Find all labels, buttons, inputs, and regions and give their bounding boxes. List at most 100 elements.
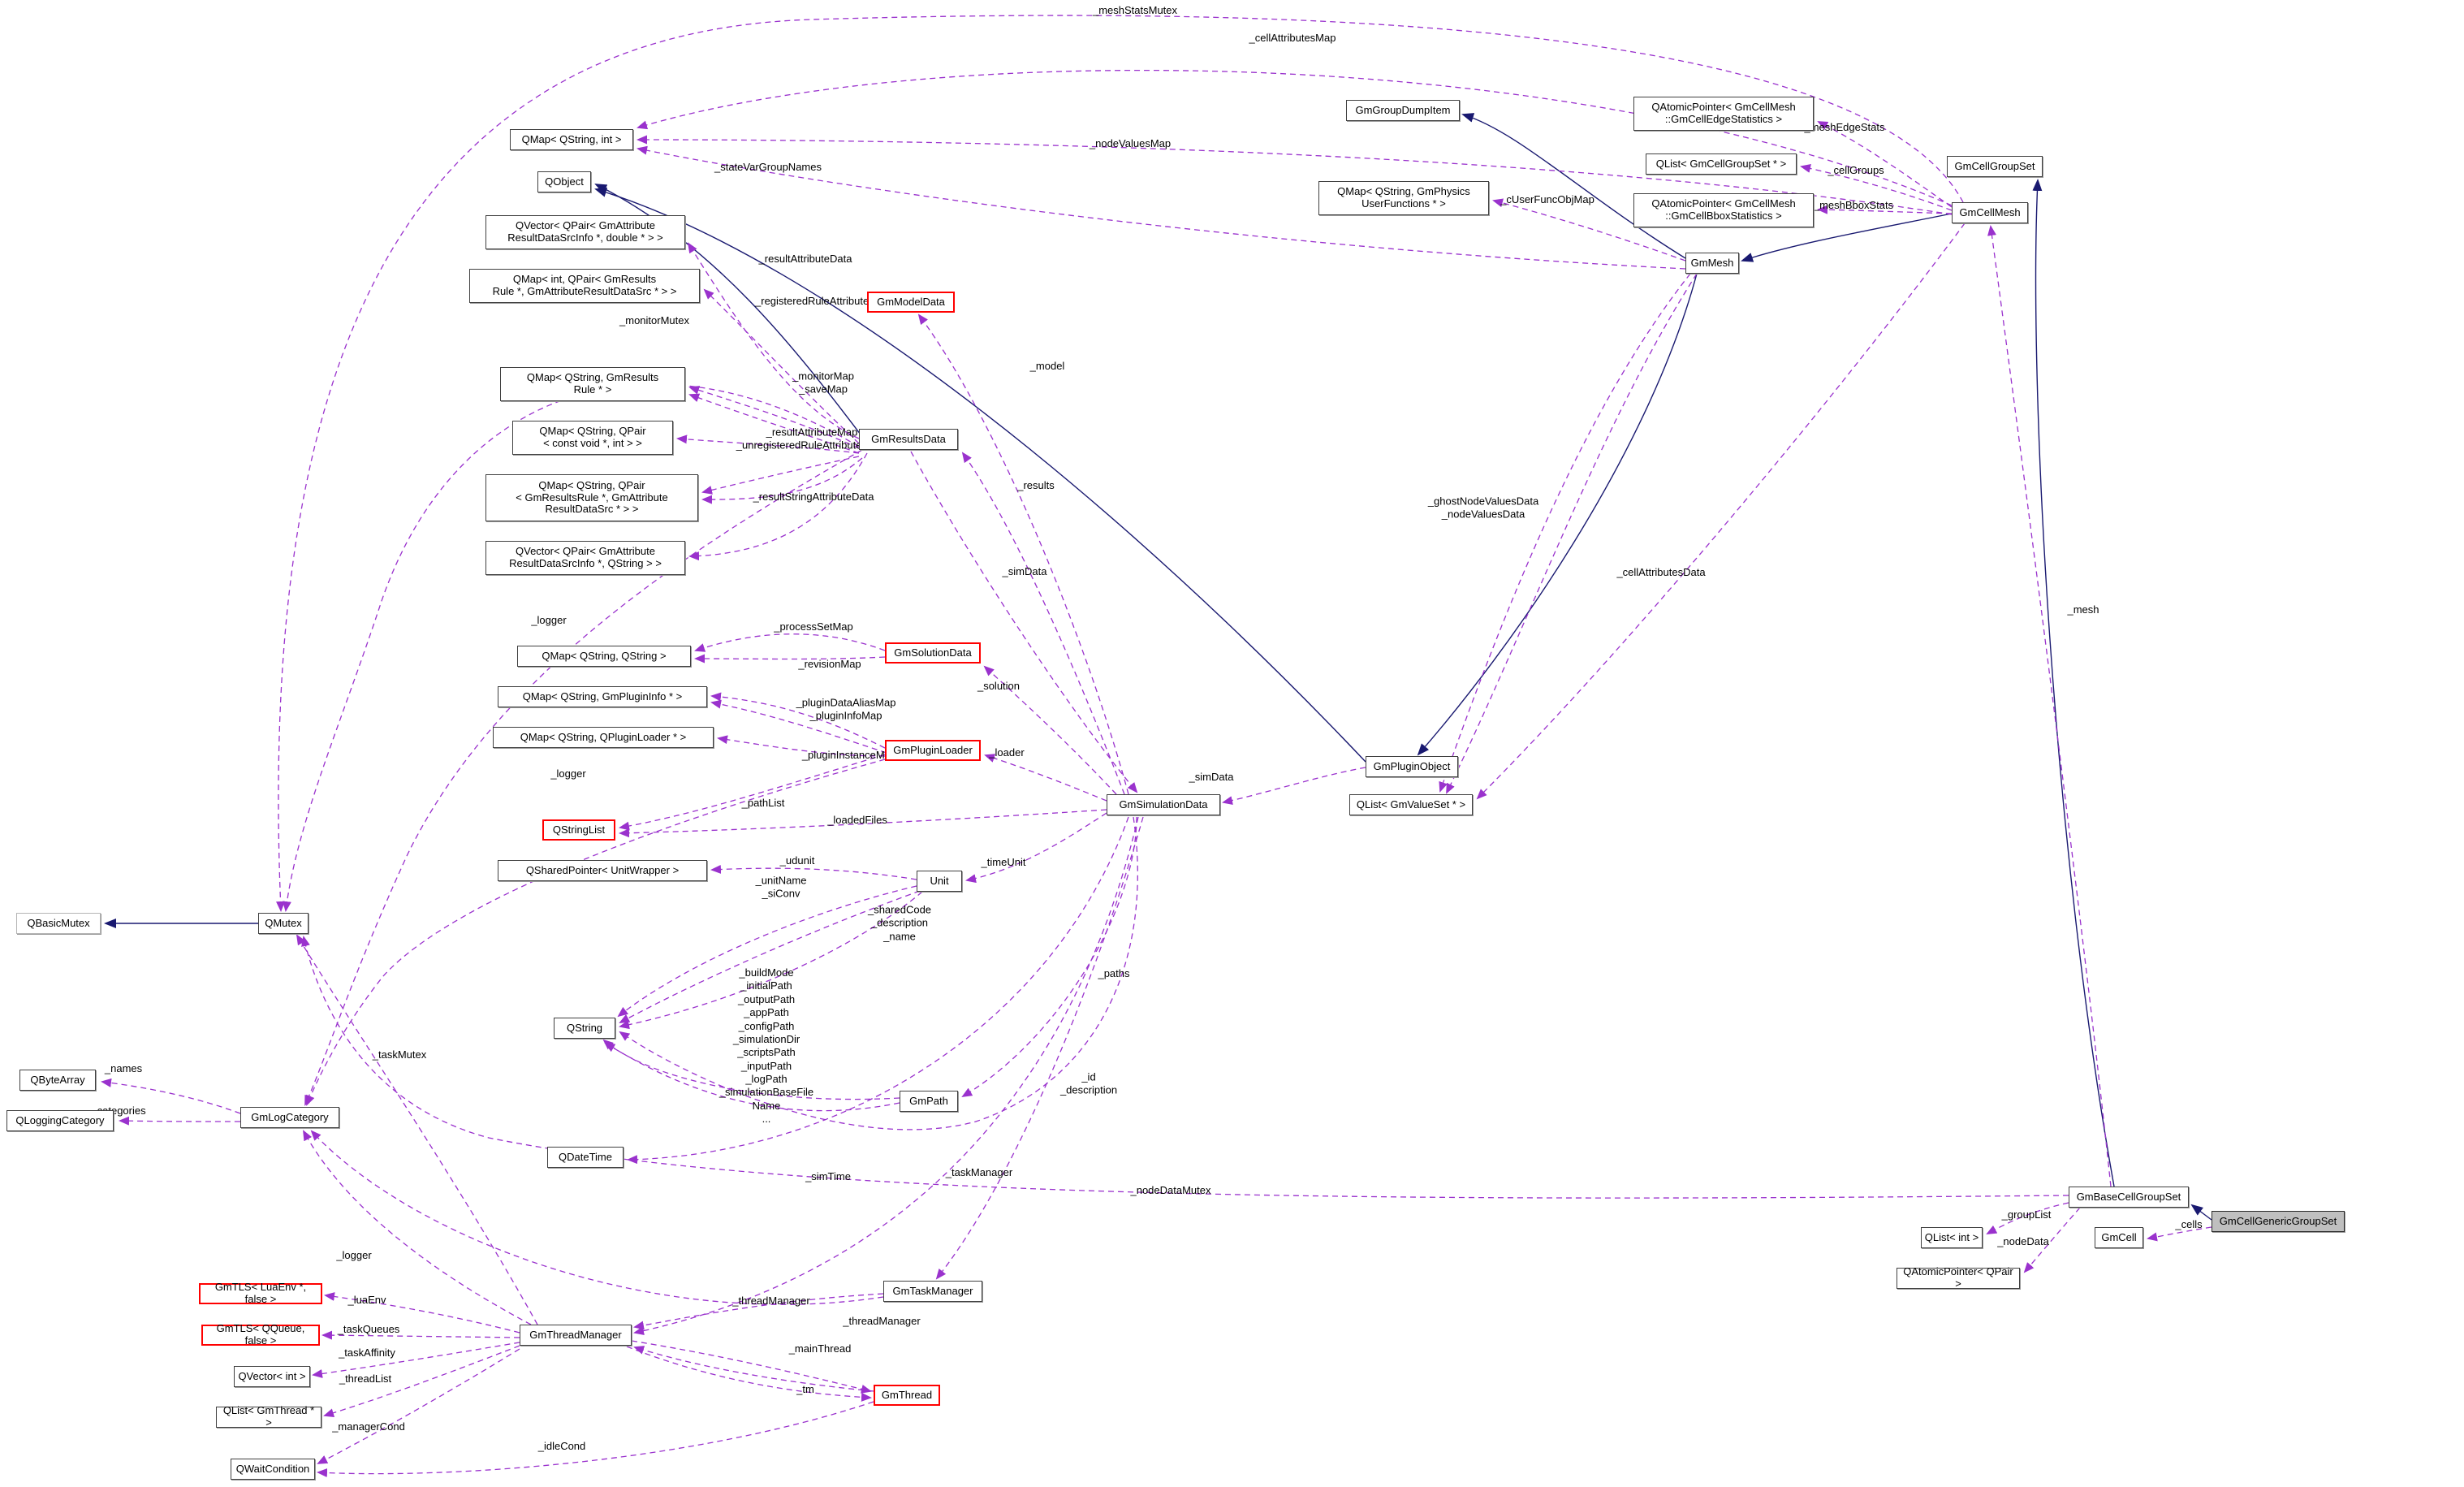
edge-label: _meshEdgeStats — [1804, 120, 1885, 133]
usage-edge — [310, 1130, 884, 1305]
edge-label: _registeredRuleAttributesMap — [755, 294, 895, 307]
usage-edge — [296, 934, 538, 1325]
class-node-qloggingcategory[interactable]: QLoggingCategory — [6, 1110, 114, 1131]
usage-edge — [276, 15, 1964, 912]
edge-label: _simTime — [805, 1169, 851, 1182]
class-node-gmcellgenericgroupset[interactable]: GmCellGenericGroupSet — [2212, 1211, 2345, 1232]
edge-label: _cUserFuncObjMap — [1500, 192, 1594, 205]
class-node-qmap_physics[interactable]: QMap< QString, GmPhysics UserFunctions *… — [1318, 181, 1489, 215]
class-node-qlist_int[interactable]: QList< int > — [1921, 1227, 1983, 1248]
class-node-qlist_cellgroupset[interactable]: QList< GmCellGroupSet * > — [1646, 153, 1797, 175]
class-node-qbytearray[interactable]: QByteArray — [19, 1070, 96, 1091]
usage-edge — [676, 434, 860, 454]
edge-label: _loader — [989, 746, 1025, 759]
usage-edge — [633, 1293, 884, 1330]
usage-edge — [1800, 164, 1953, 211]
usage-edge — [633, 1346, 874, 1392]
class-node-gmthread[interactable]: GmThread — [874, 1385, 940, 1406]
edge-label: _taskManager — [945, 1165, 1013, 1178]
class-node-gmresultsdata[interactable]: GmResultsData — [859, 429, 958, 450]
class-node-qwaitcondition[interactable]: QWaitCondition — [231, 1459, 315, 1480]
usage-edge — [604, 1043, 900, 1112]
class-node-qatomic_bbox[interactable]: QAtomicPointer< GmCellMesh ::GmCellBboxS… — [1633, 193, 1814, 227]
edges-group — [101, 15, 2212, 1478]
class-node-qmap_qstring_qstring[interactable]: QMap< QString, QString > — [517, 646, 691, 667]
class-node-gmcellmesh[interactable]: GmCellMesh — [1952, 202, 2028, 223]
edge-label: _meshStatsMutex — [1092, 3, 1178, 16]
edge-label: _processSetMap — [774, 620, 853, 633]
usage-edge — [1817, 121, 1953, 208]
class-node-qmap_plugininfo[interactable]: QMap< QString, GmPluginInfo * > — [498, 686, 707, 707]
usage-edge — [710, 864, 917, 880]
usage-edge — [636, 69, 1953, 206]
edge-label: _monitorMutex — [619, 313, 689, 326]
class-node-gmcellgroupset[interactable]: GmCellGroupSet — [1947, 156, 2043, 177]
usage-edge — [1439, 273, 1691, 793]
class-node-qlist_gmvalueset[interactable]: QList< GmValueSet * > — [1349, 794, 1473, 815]
class-node-qstringlist[interactable]: QStringList — [542, 819, 615, 841]
class-node-gmbasecellgroupset[interactable]: GmBaseCellGroupSet — [2069, 1187, 2189, 1208]
edge-label: _loadedFiles — [827, 813, 887, 826]
class-node-qmap_pluginloader[interactable]: QMap< QString, QPluginLoader * > — [493, 727, 714, 748]
class-node-qmap_rule_attr[interactable]: QMap< QString, QPair < GmResultsRule *, … — [485, 474, 698, 521]
usage-edge — [710, 699, 887, 754]
usage-edge — [687, 242, 860, 439]
usage-edge — [1446, 273, 1698, 794]
class-node-qmap_int_qpair[interactable]: QMap< int, QPair< GmResults Rule *, GmAt… — [469, 269, 700, 303]
edge-label: _resultAttributeData — [758, 252, 852, 265]
usage-edge — [688, 452, 868, 561]
class-node-qstring[interactable]: QString — [554, 1018, 615, 1039]
class-node-gmpluginobject[interactable]: GmPluginObject — [1366, 756, 1458, 777]
class-node-qvector_int[interactable]: QVector< int > — [234, 1366, 310, 1387]
class-node-gmsolutiondata[interactable]: GmSolutionData — [885, 642, 981, 664]
class-node-qmap_results_rule[interactable]: QMap< QString, GmResults Rule * > — [500, 367, 685, 401]
inheritance-edge — [2190, 1204, 2212, 1221]
class-node-gmpath[interactable]: GmPath — [900, 1091, 958, 1112]
edge-label: _names — [104, 1061, 143, 1074]
edge-label: _revisionMap — [798, 657, 861, 670]
usage-edge — [1222, 767, 1366, 806]
edge-label: _paths — [1098, 966, 1130, 979]
class-node-qobject[interactable]: QObject — [537, 171, 591, 192]
usage-edge — [619, 890, 921, 1023]
edge-label: _sharedCode _description _name — [867, 903, 932, 943]
class-node-qvec_attr_qstring[interactable]: QVector< QPair< GmAttribute ResultDataSr… — [485, 541, 685, 575]
edge-label: _mesh — [2067, 603, 2099, 616]
usage-edge — [317, 1401, 874, 1478]
class-node-gmtls_qqueue[interactable]: GmTLS< QQueue, false > — [201, 1322, 320, 1347]
class-node-gmlogcategory[interactable]: GmLogCategory — [240, 1107, 339, 1128]
class-node-qdatetime[interactable]: QDateTime — [547, 1147, 624, 1168]
edge-label: _monitorMap _saveMap — [792, 370, 854, 396]
edge-label: _threadManager — [843, 1314, 921, 1327]
class-node-qmap_qstring_int[interactable]: QMap< QString, int > — [510, 129, 633, 150]
inheritance-edge — [1461, 113, 1686, 259]
class-node-qmutex[interactable]: QMutex — [258, 913, 309, 934]
class-node-gmmesh[interactable]: GmMesh — [1685, 253, 1739, 274]
class-node-gmgroupdumpitem[interactable]: GmGroupDumpItem — [1346, 100, 1460, 121]
class-node-qvec_attr_double[interactable]: QVector< QPair< GmAttribute ResultDataSr… — [485, 215, 685, 249]
class-node-gmsimulationdata[interactable]: GmSimulationData — [1107, 794, 1220, 815]
class-node-unit[interactable]: Unit — [917, 871, 962, 892]
usage-edge — [324, 1292, 520, 1334]
class-node-qlist_gmthread[interactable]: QList< GmThread * > — [216, 1404, 321, 1429]
class-node-gmmodeldata[interactable]: GmModelData — [867, 292, 955, 313]
usage-edge — [2147, 1226, 2212, 1242]
edge-label: _taskMutex — [372, 1048, 427, 1061]
edge-label: _cellGroups — [1828, 163, 1884, 176]
edge-label: _timeUnit — [981, 855, 1026, 868]
class-node-qatomic_qpair[interactable]: QAtomicPointer< QPair > — [1897, 1265, 2020, 1290]
class-node-gmcell[interactable]: GmCell — [2095, 1227, 2143, 1248]
edge-label: _pluginDataAliasMap _pluginInfoMap — [796, 696, 896, 722]
class-node-gmpluginloader[interactable]: GmPluginLoader — [885, 740, 981, 761]
class-node-qsharedpointer[interactable]: QSharedPointer< UnitWrapper > — [498, 860, 707, 881]
class-node-qbasicmutex[interactable]: QBasicMutex — [16, 913, 101, 934]
usage-edge — [301, 936, 2069, 1199]
class-node-gmtls_lua[interactable]: GmTLS< LuaEnv *, false > — [199, 1281, 322, 1305]
class-node-qatomic_edge[interactable]: QAtomicPointer< GmCellMesh ::GmCellEdgeS… — [1633, 97, 1814, 131]
class-node-gmtaskmanager[interactable]: GmTaskManager — [883, 1281, 982, 1302]
class-node-qmap_constvoid[interactable]: QMap< QString, QPair < const void *, int… — [512, 421, 673, 455]
usage-edge — [717, 735, 886, 757]
edge-label: _taskQueues — [337, 1322, 400, 1335]
class-node-gmthreadmanager[interactable]: GmThreadManager — [520, 1325, 632, 1346]
